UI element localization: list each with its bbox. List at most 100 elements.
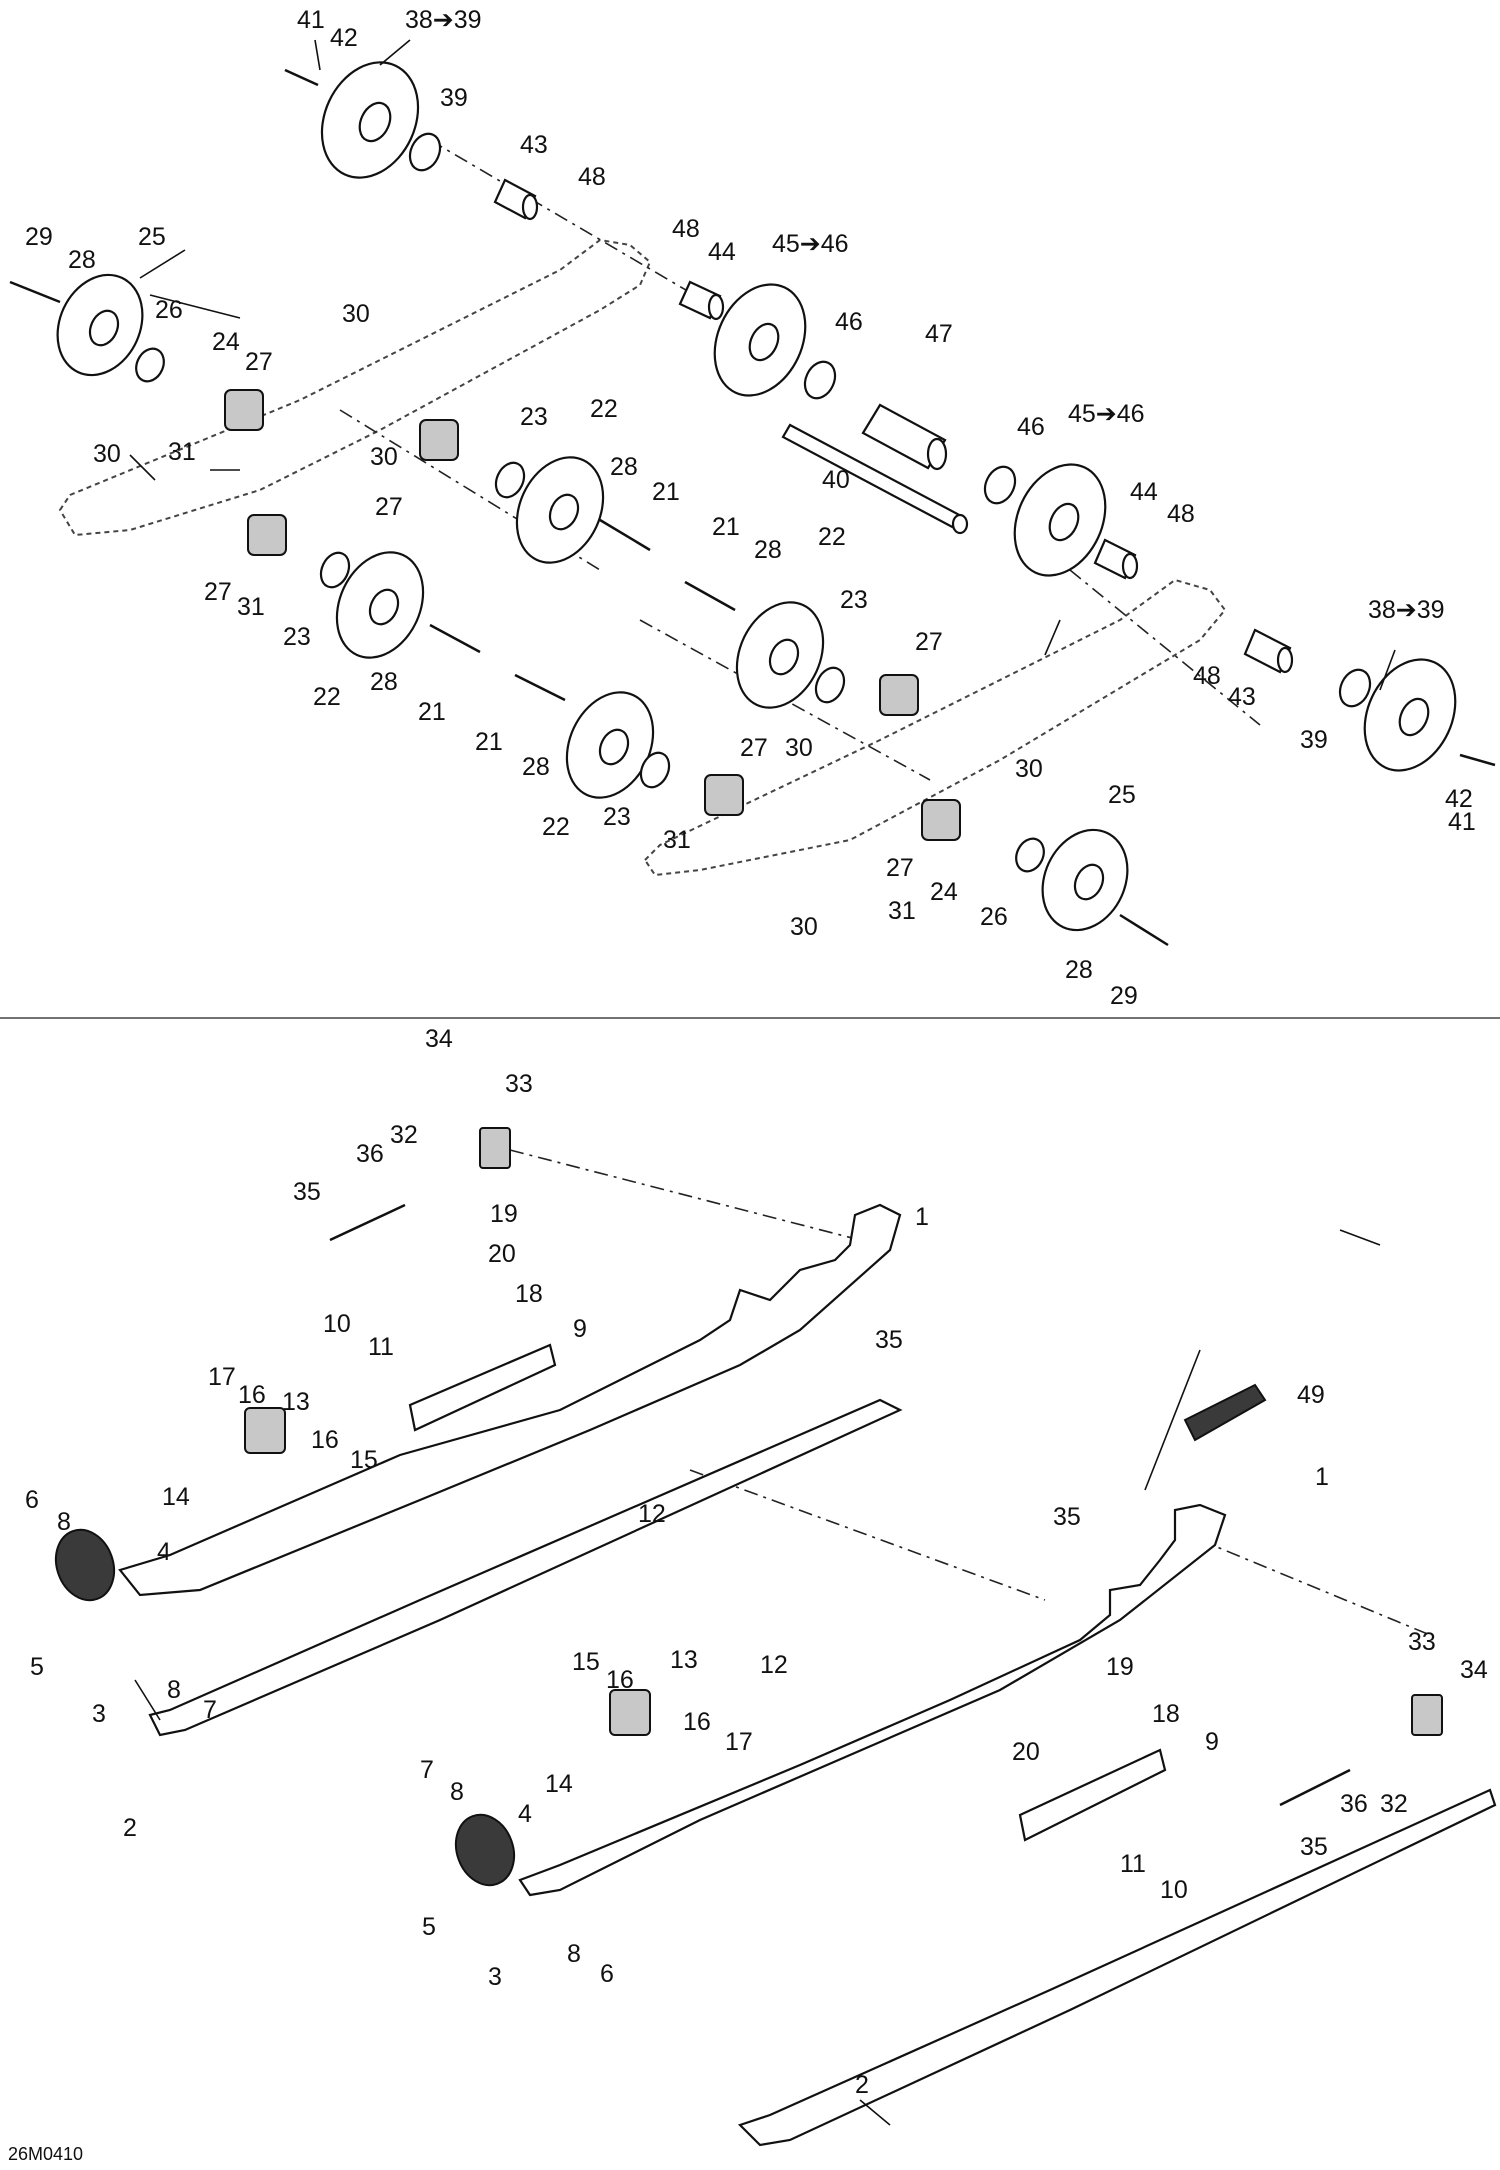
callout-label: 30	[342, 300, 370, 328]
callout-label: 30	[785, 734, 813, 762]
callout-label: 24	[930, 878, 958, 906]
callout-label: 11	[1120, 1850, 1146, 1878]
upper-view	[9, 61, 1496, 947]
callout-label: 30	[790, 913, 818, 941]
callout-label: 25	[138, 223, 166, 251]
callout-label: 41	[297, 6, 325, 34]
lower-callouts: 34 33 32 36 35 19 20 18 9 1 10 11 35 17 …	[25, 1025, 1488, 2099]
leader-lines	[129, 39, 1396, 2126]
bracket-27-a	[224, 389, 264, 431]
bolt-35-lower	[1279, 1768, 1351, 1807]
callout-label: 42	[330, 24, 358, 52]
rear-slide-frame-right	[643, 578, 1227, 877]
sleeve-43	[493, 178, 539, 221]
callout-label: 34	[425, 1025, 453, 1053]
rail-1-upper	[118, 1203, 902, 1597]
bearing-46-b	[983, 465, 1017, 505]
callout-label: 8	[450, 1778, 464, 1806]
runner-2-upper	[148, 1398, 903, 1737]
callout-label: 48	[578, 163, 606, 191]
wheel-38-lower	[1363, 658, 1457, 772]
guide-13-upper	[244, 1407, 286, 1454]
callout-label: 26	[980, 903, 1008, 931]
wheel-22-a	[515, 456, 605, 564]
callout-label: 5	[30, 1653, 44, 1681]
center-line-lower-3	[689, 1469, 1046, 1601]
bumper-5-lower	[454, 1813, 516, 1887]
callout-label: 27	[245, 348, 273, 376]
callout-label: 31	[888, 897, 916, 925]
callout-label: 15	[350, 1446, 378, 1474]
callout-label: 33	[505, 1070, 533, 1098]
callout-label: 39	[1300, 726, 1328, 754]
callout-label: 12	[760, 1651, 788, 1679]
callout-label: 36	[356, 1140, 384, 1168]
callout-label: 43	[1228, 683, 1256, 711]
callout-label: 28	[610, 453, 638, 481]
sleeve-47	[861, 403, 948, 471]
callout-label: 21	[475, 728, 503, 756]
rail-1-lower	[518, 1503, 1227, 1897]
callout-label: 39	[440, 84, 468, 112]
callout-label: 7	[420, 1756, 434, 1784]
wheel-25-upper	[56, 273, 144, 377]
sleeve-44	[678, 280, 725, 321]
callout-label: 23	[283, 623, 311, 651]
bearing-23-b	[319, 551, 351, 589]
bracket-27-f	[921, 799, 961, 841]
callout-label: 40	[822, 466, 850, 494]
bolt-21-d	[514, 673, 566, 702]
callout-label: 27	[375, 493, 403, 521]
callout-label: 10	[1160, 1876, 1188, 1904]
callout-label: 9	[1205, 1728, 1219, 1756]
callout-label: 20	[1012, 1738, 1040, 1766]
runner-2-lower	[737, 1788, 1497, 2147]
callout-label: 15	[572, 1648, 600, 1676]
callout-label: 16	[311, 1426, 339, 1454]
center-line-upper-2	[1069, 569, 1261, 726]
bearing-23-c	[814, 666, 846, 704]
wheel-25-lower	[1041, 828, 1129, 932]
bearing-39-upper	[408, 132, 442, 172]
callout-label: 8	[567, 1940, 581, 1968]
callout-label: 28	[522, 753, 550, 781]
callout-label: 49	[1297, 1381, 1325, 1409]
callout-label: 38➔39	[1368, 596, 1445, 624]
callout-label: 25	[1108, 781, 1136, 809]
wheel-45-upper	[713, 283, 807, 397]
callout-label: 29	[25, 223, 53, 251]
callout-label: 9	[573, 1315, 587, 1343]
callout-label: 31	[168, 438, 196, 466]
callout-label: 27	[915, 628, 943, 656]
wheel-45-lower	[1013, 463, 1107, 577]
callout-label: 32	[1380, 1790, 1408, 1818]
callout-label: 45➔46	[772, 230, 849, 258]
wheel-22-c	[735, 601, 825, 709]
callout-label: 38➔39	[405, 6, 482, 34]
callout-label: 4	[518, 1800, 532, 1828]
callout-label: 12	[638, 1500, 666, 1528]
callout-label: 22	[818, 523, 846, 551]
lower-view	[54, 1127, 1497, 2147]
callout-label: 35	[1053, 1503, 1081, 1531]
callout-label: 30	[93, 440, 121, 468]
callout-label: 35	[1300, 1833, 1328, 1861]
decal-49	[1183, 1383, 1267, 1442]
bolt-35-upper	[329, 1203, 406, 1242]
bolt-21-b	[429, 623, 481, 654]
bearing-26-lower	[1015, 837, 1045, 873]
callout-label: 7	[203, 1696, 217, 1724]
diagram-code: 26M0410	[8, 2144, 83, 2164]
callout-label: 16	[683, 1708, 711, 1736]
callout-label: 28	[68, 246, 96, 274]
rear-slide-frame-left	[58, 238, 652, 537]
callout-label: 1	[1315, 1463, 1329, 1491]
bolt-21-a	[599, 518, 651, 552]
callout-label: 47	[925, 320, 953, 348]
callout-label: 44	[708, 238, 736, 266]
callout-label: 42	[1445, 785, 1473, 813]
callout-label: 11	[368, 1333, 394, 1361]
shaft-40	[781, 423, 969, 535]
callout-label: 21	[712, 513, 740, 541]
bumper-5-upper	[54, 1528, 116, 1602]
